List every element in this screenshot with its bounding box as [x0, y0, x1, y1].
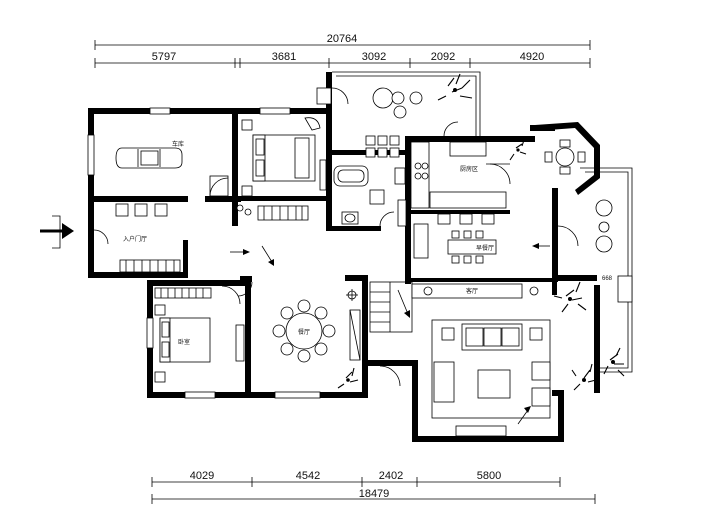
stairs: [369, 281, 413, 387]
terrace-top: [316, 71, 481, 137]
plant-icon: [603, 347, 625, 377]
living-room: 客厅: [411, 283, 551, 425]
master-bedroom: [236, 117, 327, 221]
plant-icon: [337, 367, 359, 389]
plant-icon: [553, 281, 587, 313]
terrace-seating: [372, 87, 423, 119]
room-label: 车库: [172, 140, 184, 148]
terrace-right-seating: [557, 199, 613, 253]
dimension-label: 18479: [359, 488, 390, 500]
dimension-label: 3681: [272, 51, 296, 63]
lower-bedroom: 卧室: [154, 285, 245, 383]
round-table-icon: [544, 139, 586, 175]
chair-grid: [365, 135, 400, 158]
breakfast-area: 早餐厅: [413, 223, 550, 264]
room-label: 餐厅: [298, 328, 310, 336]
sofa-icon: [461, 323, 523, 351]
kitchen: 厨房区: [410, 141, 511, 225]
dimension-label: 4029: [190, 470, 214, 482]
room-label: 厨房区: [460, 165, 478, 173]
dimension-label: 3092: [362, 51, 386, 63]
dimension-label: 2092: [431, 51, 455, 63]
bed-icon: [252, 134, 316, 182]
dining: 餐厅: [237, 281, 361, 363]
dimension-label: 20764: [327, 33, 358, 45]
bottom-dimension-total: 18479: [151, 488, 596, 504]
room-label: 入户门厅: [123, 235, 147, 243]
windows: [87, 107, 507, 437]
entry-hall: 入户门厅: [93, 203, 274, 273]
dimension-label: 5797: [152, 51, 176, 63]
room-label: 客厅: [466, 287, 478, 295]
entry-arrow-icon: [40, 215, 74, 249]
dimension-label: 4920: [520, 51, 544, 63]
dimension-label: 2402: [379, 470, 403, 482]
bed-icon: [159, 317, 211, 363]
bottom-dimension-segments: 4029 4542 2402 5800: [151, 470, 561, 487]
car-icon: [115, 147, 183, 169]
plant-icon: [437, 73, 473, 101]
dimension-label: 668: [602, 276, 613, 282]
top-dimension-segments: 5797 3681 3092 2092 4920: [94, 51, 591, 68]
bathroom: [333, 165, 407, 227]
room-label: 卧室: [178, 338, 190, 346]
dimension-label: 5800: [477, 470, 501, 482]
dimension-label: 4542: [296, 470, 320, 482]
top-dimension-total: 20764: [94, 33, 591, 50]
room-label: 早餐厅: [476, 244, 494, 252]
plant-icon: [509, 139, 527, 161]
terrace-right: [580, 167, 633, 373]
garage: 车库: [115, 140, 229, 197]
plant-icon: [571, 363, 597, 391]
